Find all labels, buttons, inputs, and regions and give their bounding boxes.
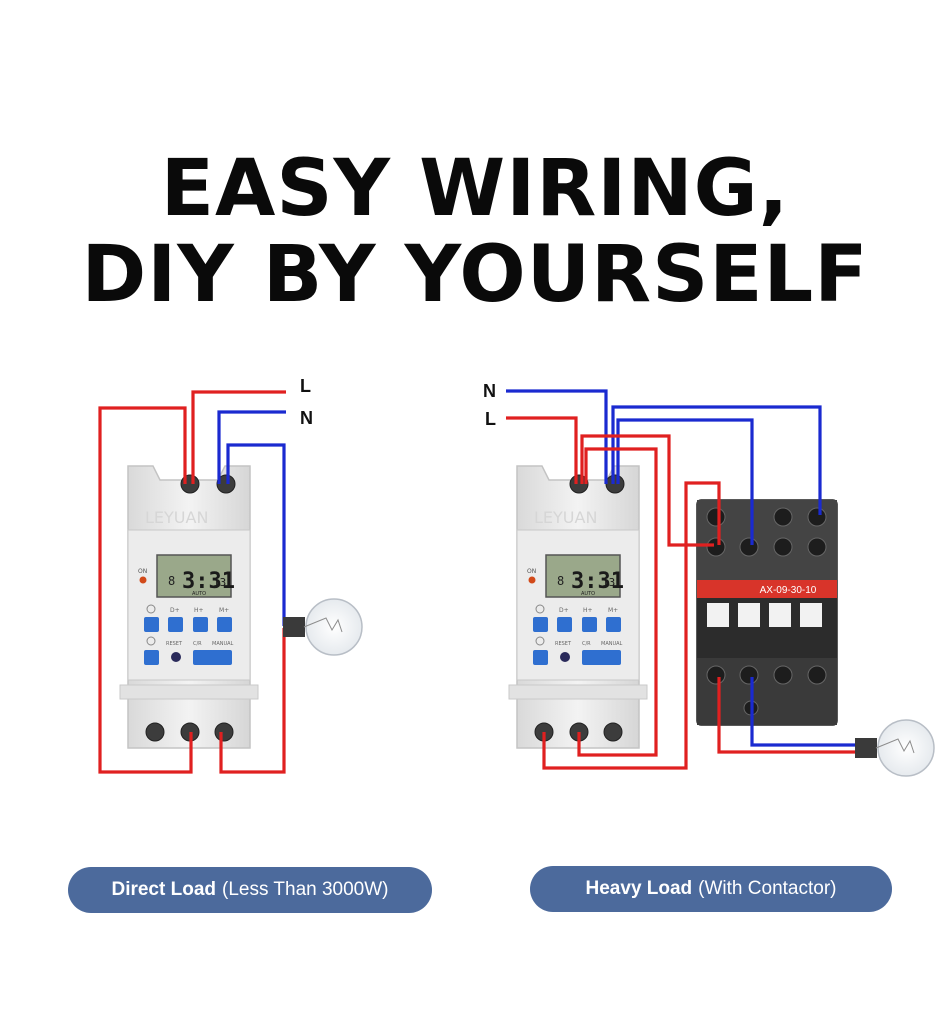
timer-switch-right: LEYUAN 8 3:31 13 AUTO ON D+ H+ M+ RESET … <box>508 465 648 749</box>
lcd-display <box>156 554 232 598</box>
clock-icon <box>535 636 545 646</box>
svg-text:8: 8 <box>557 574 564 588</box>
right-wires <box>506 389 858 770</box>
headline-line-2: DIY BY YOURSELF <box>81 230 869 320</box>
terminal-bottom-3 <box>214 722 234 742</box>
timer-button-clock[interactable] <box>533 650 548 665</box>
svg-text:D+: D+ <box>559 607 569 614</box>
contactor-terminal <box>807 665 827 685</box>
caption-bold: Direct Load <box>111 879 216 900</box>
svg-text:M+: M+ <box>608 607 618 614</box>
contactor-terminal <box>739 537 759 557</box>
brand-watermark: LEYUAN <box>145 508 208 527</box>
contactor-terminal <box>773 537 793 557</box>
lcd-digits: 3:31 <box>571 569 624 594</box>
lcd-display <box>545 554 621 598</box>
on-label: ON <box>527 568 536 575</box>
clock-icon <box>146 636 156 646</box>
timer-button-d[interactable] <box>557 617 572 632</box>
timer-button-p[interactable] <box>533 617 548 632</box>
svg-text:H+: H+ <box>194 607 204 614</box>
terminal-top-right <box>605 474 625 494</box>
clock-icon <box>146 604 156 614</box>
clock-icon <box>535 604 545 614</box>
svg-text:RESET: RESET <box>166 641 183 647</box>
timer-button-m[interactable] <box>217 617 232 632</box>
caption-rest: (Less Than 3000W) <box>222 879 389 900</box>
svg-text:M+: M+ <box>219 607 229 614</box>
left-diagram: LEYUAN 8 3:31 13 AUTO ON D+ H+ M+ <box>98 376 363 774</box>
timer-button-h[interactable] <box>582 617 597 632</box>
label-l: L <box>300 376 311 396</box>
label-l: L <box>485 409 496 429</box>
label-n: N <box>483 381 496 401</box>
contactor-terminal <box>739 665 759 685</box>
lcd-small: 13 <box>213 576 226 589</box>
on-label: ON <box>138 568 147 575</box>
contactor-red-band <box>697 580 837 598</box>
svg-text:8: 8 <box>168 574 175 588</box>
reset-button[interactable] <box>171 652 181 662</box>
svg-text:D+: D+ <box>170 607 180 614</box>
lcd-mode: AUTO <box>581 591 595 597</box>
manual-button[interactable] <box>193 650 232 665</box>
contactor-terminal <box>706 537 726 557</box>
svg-text:MANUAL: MANUAL <box>601 641 623 647</box>
contactor-model: AX-09-30-10 <box>760 585 817 596</box>
timer-button-m[interactable] <box>606 617 621 632</box>
svg-text:RESET: RESET <box>555 641 572 647</box>
lcd-small: 13 <box>602 576 615 589</box>
timer-switch-left: LEYUAN 8 3:31 13 AUTO ON D+ H+ M+ <box>119 465 259 749</box>
svg-text:C/R: C/R <box>193 641 202 647</box>
terminal-bottom-3 <box>603 722 623 742</box>
manual-button[interactable] <box>582 650 621 665</box>
right-diagram: LEYUAN 8 3:31 13 AUTO ON D+ H+ M+ RESET … <box>483 381 935 777</box>
left-wires <box>98 390 286 774</box>
timer-button-d[interactable] <box>168 617 183 632</box>
label-n: N <box>300 408 313 428</box>
light-bulb-icon <box>855 719 935 777</box>
light-bulb-icon <box>283 598 363 656</box>
terminal-top-right <box>216 474 236 494</box>
svg-text:C/R: C/R <box>582 641 591 647</box>
lcd-digits: 3:31 <box>182 569 235 594</box>
contactor-terminal <box>706 665 726 685</box>
contactor-terminal <box>773 665 793 685</box>
on-led <box>528 576 536 584</box>
headline-line-1: EASY WIRING, <box>160 144 790 234</box>
brand-watermark: LEYUAN <box>534 508 597 527</box>
svg-text:H+: H+ <box>583 607 593 614</box>
lcd-mode: AUTO <box>192 591 206 597</box>
caption-rest: (With Contactor) <box>698 878 837 899</box>
terminal-bottom-1 <box>145 722 165 742</box>
caption-direct-load: Direct Load (Less Than 3000W) <box>68 867 432 913</box>
caption-bold: Heavy Load <box>585 878 693 899</box>
timer-button-clock[interactable] <box>144 650 159 665</box>
contactor-terminal <box>807 537 827 557</box>
timer-button-h[interactable] <box>193 617 208 632</box>
on-led <box>139 576 147 584</box>
reset-button[interactable] <box>560 652 570 662</box>
svg-text:MANUAL: MANUAL <box>212 641 234 647</box>
timer-button-p[interactable] <box>144 617 159 632</box>
caption-heavy-load: Heavy Load (With Contactor) <box>530 866 892 912</box>
